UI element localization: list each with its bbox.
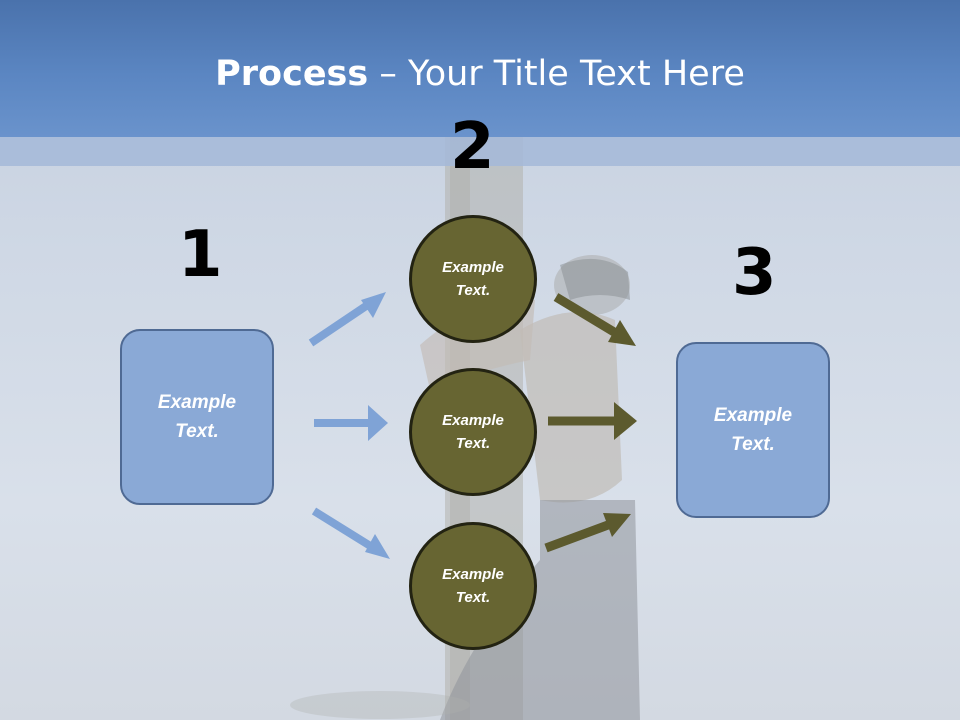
- title-rest: – Your Title Text Here: [368, 54, 745, 94]
- arrow-middle-to-3: [548, 402, 637, 440]
- circle-bottom-text: Example Text.: [442, 566, 504, 606]
- title-band: [0, 137, 960, 166]
- title-bar: [0, 0, 960, 137]
- right-box: Example Text.: [676, 342, 830, 518]
- step-number-1: 1: [178, 218, 223, 292]
- circle-top-text: Example Text.: [442, 259, 504, 299]
- arrow-1-to-top: [308, 292, 386, 347]
- step-number-3: 3: [732, 236, 777, 310]
- circle-middle: Example Text.: [409, 368, 537, 496]
- left-box: Example Text.: [120, 329, 274, 505]
- step-number-2: 2: [450, 110, 495, 184]
- right-box-text: Example Text.: [713, 405, 793, 455]
- circle-bottom: Example Text.: [409, 522, 537, 650]
- arrow-bottom-to-3: [544, 513, 631, 553]
- circle-top: Example Text.: [409, 215, 537, 343]
- slide-title: Process – Your Title Text Here: [0, 54, 960, 94]
- arrow-1-to-bottom: [311, 507, 390, 559]
- arrow-1-to-middle: [314, 405, 388, 441]
- circle-middle-text: Example Text.: [442, 412, 504, 452]
- left-box-text: Example Text.: [157, 392, 237, 442]
- arrow-top-to-3: [553, 293, 636, 346]
- title-bold: Process: [215, 54, 369, 94]
